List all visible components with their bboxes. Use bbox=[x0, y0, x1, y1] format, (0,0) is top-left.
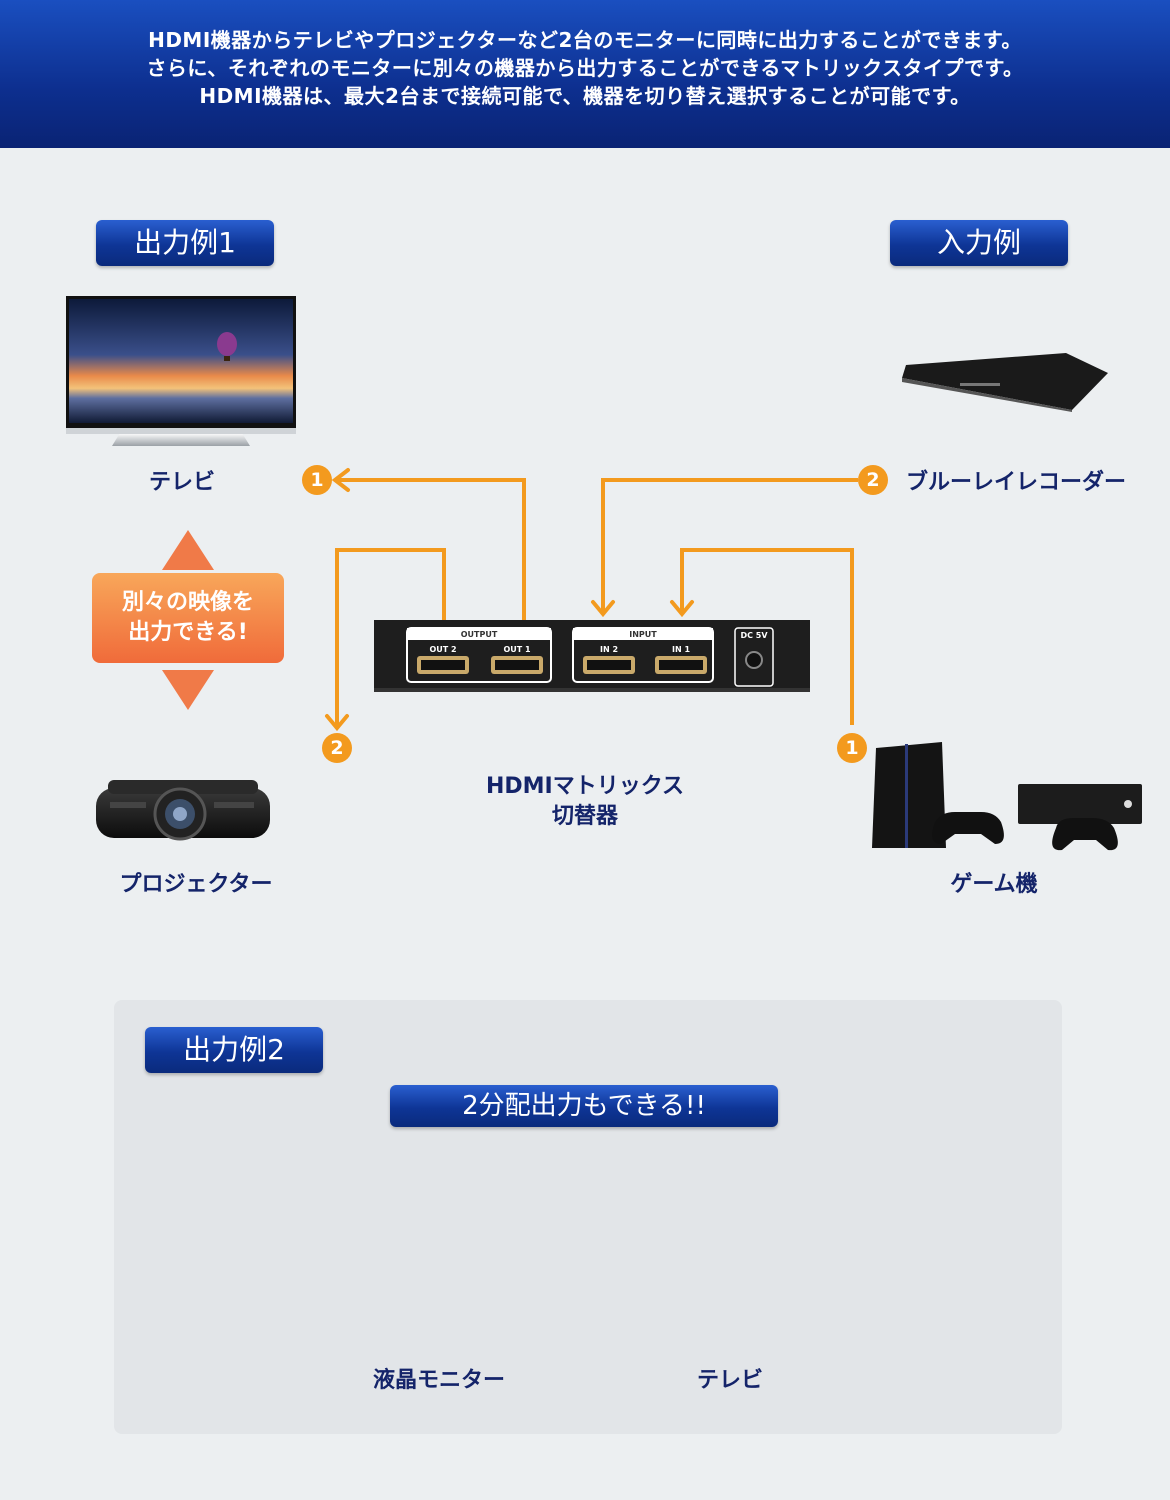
bluray-illustration bbox=[902, 353, 1108, 412]
game-console-label: ゲーム機 bbox=[950, 872, 1038, 897]
projector-illustration bbox=[96, 780, 270, 841]
input-example-title: 入力例 bbox=[890, 220, 1068, 266]
header-banner: HDMI機器からテレビやプロジェクターなど2台のモニターに同時に出力することがで… bbox=[0, 0, 1170, 148]
switcher-label: HDMIマトリックス 切替器 bbox=[470, 772, 700, 832]
output-example-1-title: 出力例1 bbox=[96, 220, 274, 266]
port-in2-text: IN 2 bbox=[600, 645, 618, 654]
header-line-1: HDMI機器からテレビやプロジェクターなど2台のモニターに同時に出力することがで… bbox=[148, 28, 1022, 52]
tv-label: テレビ bbox=[148, 470, 215, 495]
callout-line-2: 出力できる! bbox=[128, 620, 248, 645]
tv-illustration bbox=[66, 296, 296, 446]
down-arrow-icon bbox=[162, 670, 214, 710]
port-in1-text: IN 1 bbox=[672, 645, 690, 654]
switcher-output-group-text: OUTPUT bbox=[461, 630, 498, 639]
power-port-text: DC 5V bbox=[740, 631, 768, 640]
projector-label: プロジェクター bbox=[119, 872, 273, 897]
badge-game-number: 1 bbox=[837, 733, 867, 763]
split-output-banner: 2分配出力もできる!! bbox=[390, 1085, 778, 1127]
header-line-2: さらに、それぞれのモニターに別々の機器から出力することができるマトリックスタイプ… bbox=[146, 56, 1024, 80]
port-out1-text: OUT 1 bbox=[503, 645, 531, 654]
bluray-label: ブルーレイレコーダー bbox=[905, 470, 1126, 495]
badge-bluray-number: 2 bbox=[858, 465, 888, 495]
tv2-label: テレビ bbox=[696, 1368, 763, 1393]
badge-projector-number: 2 bbox=[322, 733, 352, 763]
header-line-3: HDMI機器は、最大2台まで接続可能で、機器を切り替え選択することが可能です。 bbox=[199, 84, 971, 108]
game-console-illustration bbox=[872, 742, 1142, 851]
up-arrow-icon bbox=[162, 530, 214, 570]
hdmi-switcher-illustration bbox=[374, 620, 810, 692]
switcher-input-group-text: INPUT bbox=[629, 630, 657, 639]
switcher-label-line-1: HDMIマトリックス bbox=[485, 774, 685, 799]
separate-output-callout: 別々の映像を 出力できる! bbox=[92, 573, 284, 663]
port-out2-text: OUT 2 bbox=[429, 645, 456, 654]
callout-line-1: 別々の映像を bbox=[121, 590, 254, 615]
monitor-label: 液晶モニター bbox=[372, 1368, 505, 1393]
switcher-label-line-2: 切替器 bbox=[551, 804, 618, 829]
output-example-2-title: 出力例2 bbox=[145, 1027, 323, 1073]
badge-tv-number: 1 bbox=[302, 465, 332, 495]
